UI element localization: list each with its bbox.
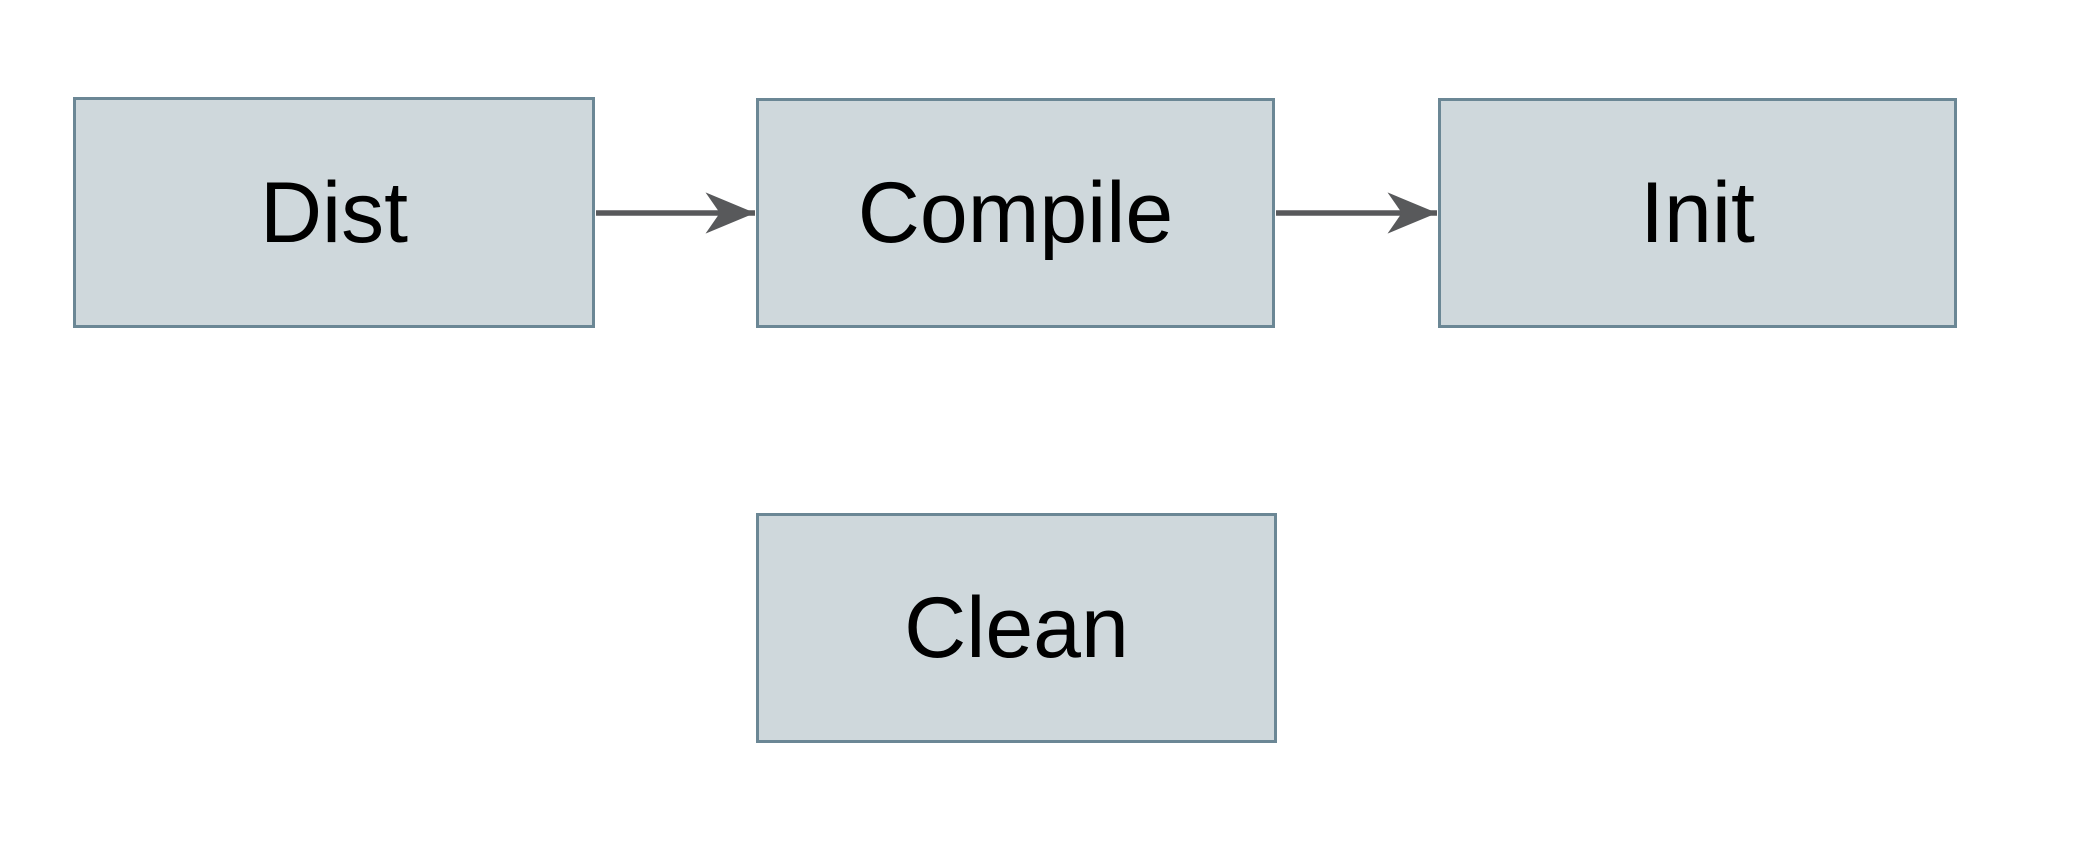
node-init-label: Init — [1640, 165, 1755, 261]
node-clean: Clean — [756, 513, 1277, 743]
node-compile-label: Compile — [857, 165, 1174, 261]
node-compile: Compile — [756, 98, 1275, 328]
node-dist: Dist — [73, 97, 595, 328]
node-init: Init — [1438, 98, 1957, 328]
node-dist-label: Dist — [259, 164, 409, 261]
node-clean-label: Clean — [904, 580, 1129, 676]
